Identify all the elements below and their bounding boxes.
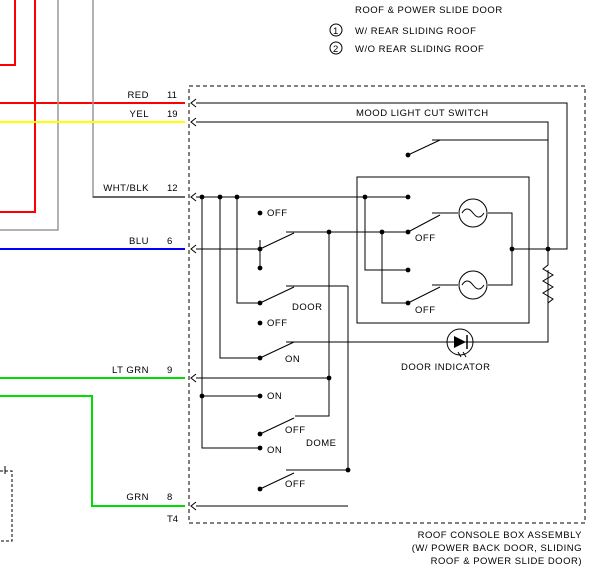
assembly-line-1: ROOF CONSOLE BOX ASSEMBLY — [418, 530, 583, 541]
chevron-pin12 — [190, 192, 197, 202]
wire-red-upper — [0, 0, 16, 66]
trace-pin19-rail — [196, 121, 549, 249]
wire-green-pin8 — [0, 395, 185, 507]
legend-item-1: W/ REAR SLIDING ROOF — [355, 26, 476, 37]
chevron-pin19 — [190, 117, 197, 127]
trace-pin12-door-sw — [236, 197, 260, 304]
dome-on2-label: ON — [267, 445, 282, 456]
mood-lamp-1 — [458, 198, 488, 228]
trace-pin12-dome-on — [201, 197, 260, 449]
legend-marker-2-circle — [329, 41, 343, 55]
assembly-caption: ROOF CONSOLE BOX ASSEMBLY (W/ POWER BACK… — [412, 530, 582, 567]
mood-light-cut-switch-label: MOOD LIGHT CUT SWITCH — [356, 108, 489, 119]
lamp1-switch-lever — [407, 214, 441, 233]
lamp1-off-label: OFF — [415, 233, 436, 244]
mood-switch-lever — [407, 139, 441, 156]
wire-label-grn: GRN — [126, 492, 149, 503]
trace-dome-bus — [295, 232, 330, 417]
external-device-outline — [0, 470, 13, 542]
chevron-pin9 — [190, 373, 197, 383]
trace-lamp2-out — [488, 248, 548, 286]
dome-switch2-lever — [259, 472, 295, 490]
trace-pin11-rail — [196, 102, 568, 250]
pin-number-8: 8 — [167, 492, 172, 503]
dome-off1-label: OFF — [285, 425, 306, 436]
assembly-boundary — [188, 85, 586, 524]
lamp-block-frame — [356, 176, 530, 324]
legend-marker-2: 2 — [333, 44, 338, 55]
legend-marker-1-circle — [329, 23, 343, 37]
legend-marker-1: 1 — [333, 26, 338, 37]
trace-lamp-block-left — [364, 197, 408, 271]
wire-red-middle — [0, 0, 36, 213]
wire-label-blu: BLU — [129, 236, 149, 247]
assembly-line-3: ROOF & POWER SLIDE DOOR) — [431, 556, 582, 567]
junction-dots — [199, 152, 551, 492]
pin-number-9: 9 — [167, 365, 172, 376]
door-switch-label: DOOR — [292, 302, 323, 313]
legend-item-2: W/O REAR SLIDING ROOF — [355, 44, 484, 55]
internal-circuit: MOOD LIGHT CUT SWITCH OFF OFF OFF DOOR O… — [196, 102, 568, 507]
wire-label-ltgrn: LT GRN — [112, 365, 149, 376]
connector-id: T4 — [167, 514, 178, 525]
wire-label-red: RED — [127, 90, 149, 101]
pin-number-11: 11 — [167, 90, 177, 101]
door-off-label: OFF — [267, 318, 288, 329]
pin-number-19: 19 — [167, 109, 178, 120]
lamp2-off-label: OFF — [415, 305, 436, 316]
trace-pin12-door-on — [219, 197, 260, 359]
connector-chevrons — [190, 98, 197, 511]
dome-on1-label: ON — [267, 391, 282, 402]
dome-switch1-lever — [259, 417, 295, 435]
chevron-pin6 — [190, 244, 197, 254]
main-switch-off-label: OFF — [267, 208, 288, 219]
door-on-label: ON — [285, 354, 300, 365]
external-wiring — [0, 0, 185, 542]
wire-grey-vertical — [0, 0, 59, 231]
mood-lamp-2 — [458, 270, 488, 300]
dome-off2-label: OFF — [285, 479, 306, 490]
door-on-switch-lever — [259, 341, 295, 359]
resistor — [542, 249, 554, 342]
wire-labels: RED 11 YEL 19 WHT/BLK 12 BLU 6 LT GRN 9 … — [103, 90, 178, 525]
main-switch-lever — [259, 232, 295, 250]
pin-number-12: 12 — [167, 183, 178, 194]
door-indicator-label: DOOR INDICATOR — [401, 362, 491, 373]
dome-switch-label: DOME — [306, 438, 337, 449]
assembly-line-2: (W/ POWER BACK DOOR, SLIDING — [412, 543, 582, 554]
legend: ROOF & POWER SLIDE DOOR 1 W/ REAR SLIDIN… — [329, 5, 503, 55]
pin-number-6: 6 — [167, 236, 172, 247]
door-switch-lever — [259, 286, 295, 304]
lamp2-switch-lever — [407, 286, 441, 304]
door-indicator-led — [446, 328, 474, 358]
legend-top-line: ROOF & POWER SLIDE DOOR — [355, 5, 503, 16]
trace-lamp1-out — [488, 212, 513, 249]
wire-label-yel: YEL — [130, 109, 149, 120]
chevron-pin8 — [190, 501, 197, 511]
wire-label-whtblk: WHT/BLK — [103, 183, 149, 194]
trace-lamp-block-inner — [381, 232, 408, 304]
chevron-pin11 — [190, 98, 197, 108]
